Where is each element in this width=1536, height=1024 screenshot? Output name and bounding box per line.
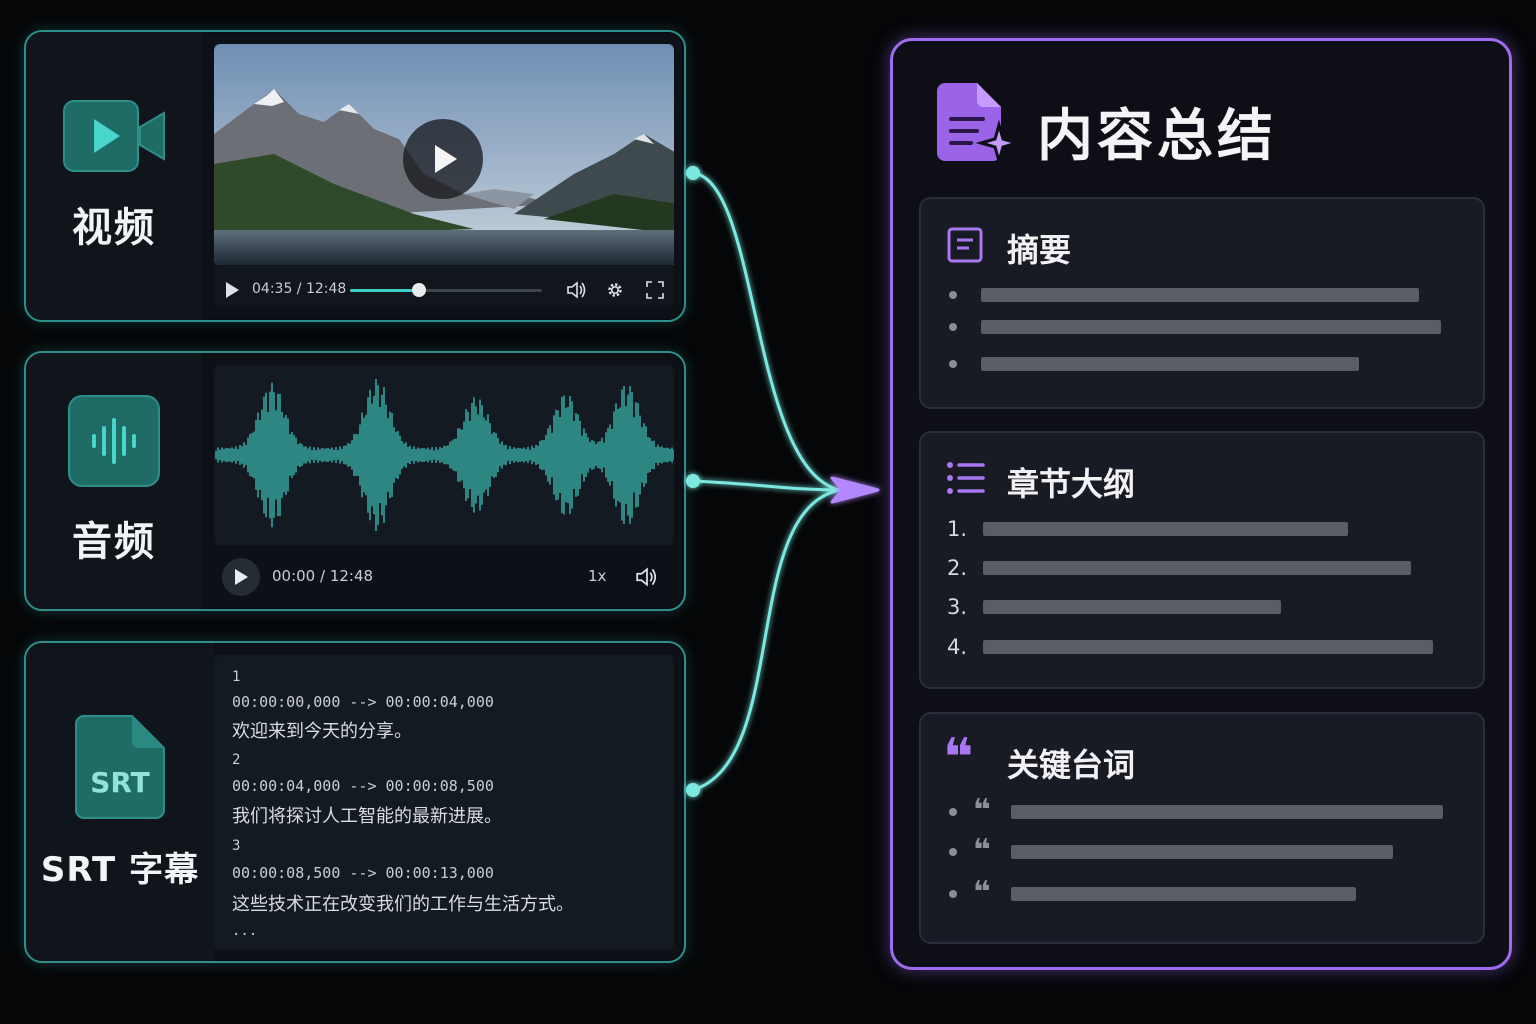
bullet-dot	[949, 323, 957, 331]
arrow-icon	[830, 476, 880, 504]
srt-text-1: 欢迎来到今天的分享。	[232, 721, 412, 742]
audio-time: 00:00 / 12:48	[272, 567, 374, 585]
audio-waveform	[215, 378, 674, 532]
playback-speed[interactable]: 1x	[588, 567, 607, 585]
connector-subtitle	[692, 488, 841, 792]
video-label: 视频	[72, 205, 156, 251]
srt-icon-text: SRT	[90, 765, 150, 799]
placeholder-line	[1011, 887, 1356, 901]
quote-icon: ❝	[943, 728, 974, 788]
srt-index-2: 2	[232, 752, 241, 768]
play-icon	[435, 145, 457, 173]
srt-ellipsis: ...	[232, 923, 258, 939]
list-icon	[947, 462, 985, 494]
srt-text-3: 这些技术正在改变我们的工作与生活方式。	[232, 894, 574, 915]
bullet-dot	[949, 291, 957, 299]
outline-number-1: 1.	[947, 517, 968, 541]
summary-panel: 内容总结 摘要 章节大纲 1. 2. 3. 4. ❝ 关键台词	[890, 38, 1512, 970]
video-player[interactable]: 04:35 / 12:48	[214, 44, 674, 308]
video-thumbnail	[214, 44, 674, 265]
video-camera-icon	[62, 99, 166, 173]
summary-title: 内容总结	[1037, 104, 1277, 169]
connector-dot-video	[686, 166, 700, 180]
outline-number-3: 3.	[947, 595, 968, 619]
placeholder-line	[983, 522, 1348, 536]
srt-time-1: 00:00:00,000 --> 00:00:04,000	[232, 693, 494, 711]
bullet-dot	[949, 848, 957, 856]
outline-number-4: 4.	[947, 635, 968, 659]
connector-audio	[692, 479, 841, 492]
audio-controls: 00:00 / 12:48 1x	[214, 553, 674, 601]
outline-number-2: 2.	[947, 556, 968, 580]
gear-icon[interactable]	[605, 280, 625, 300]
video-card: 视频	[24, 30, 686, 322]
quote-mark-icon: ❝	[973, 833, 991, 868]
srt-card: SRT SRT 字幕 1 00:00:00,000 --> 00:00:04,0…	[24, 641, 686, 963]
audio-player[interactable]	[214, 365, 674, 545]
placeholder-line	[981, 320, 1441, 334]
placeholder-line	[1011, 845, 1393, 859]
outline-section: 章节大纲 1. 2. 3. 4.	[919, 431, 1485, 689]
video-progress-fill	[350, 289, 420, 292]
connector-video	[692, 171, 841, 492]
audio-play-button[interactable]	[222, 558, 260, 596]
srt-content: 1 00:00:00,000 --> 00:00:04,000 欢迎来到今天的分…	[214, 655, 674, 949]
video-progress-handle[interactable]	[412, 283, 427, 297]
placeholder-line	[983, 561, 1411, 575]
srt-side: SRT SRT 字幕	[26, 643, 214, 961]
audio-card: 音频 00:00 / 12:48 1x	[24, 351, 686, 611]
outline-title: 章节大纲	[1007, 465, 1136, 503]
abstract-section: 摘要	[919, 197, 1485, 409]
bullet-dot	[949, 360, 957, 368]
video-controls: 04:35 / 12:48	[214, 277, 674, 307]
quote-mark-icon: ❝	[973, 793, 991, 828]
audio-side: 音频	[26, 353, 202, 609]
placeholder-line	[983, 600, 1281, 614]
quote-mark-icon: ❝	[973, 875, 991, 910]
placeholder-line	[981, 288, 1419, 302]
srt-time-3: 00:00:08,500 --> 00:00:13,000	[232, 864, 494, 882]
quotes-title: 关键台词	[1007, 746, 1136, 784]
video-time: 04:35 / 12:48	[252, 281, 347, 297]
srt-time-2: 00:00:04,000 --> 00:00:08,500	[232, 777, 494, 795]
bullet-dot	[949, 808, 957, 816]
play-icon	[235, 569, 248, 585]
document-lines-icon	[947, 227, 983, 263]
video-side: 视频	[26, 32, 202, 320]
placeholder-line	[983, 640, 1433, 654]
play-icon[interactable]	[224, 281, 240, 299]
abstract-title: 摘要	[1007, 231, 1072, 269]
srt-text-2: 我们将探讨人工智能的最新进展。	[232, 806, 502, 827]
audio-waveform-icon	[68, 395, 160, 487]
srt-label: SRT 字幕	[40, 849, 200, 890]
volume-icon[interactable]	[635, 566, 659, 588]
srt-index-3: 3	[232, 838, 241, 854]
fullscreen-icon[interactable]	[646, 281, 664, 299]
connector-dot-audio	[686, 474, 700, 488]
volume-icon[interactable]	[566, 280, 588, 300]
document-sparkle-icon	[937, 83, 1023, 167]
play-overlay-button[interactable]	[403, 119, 483, 199]
bullet-dot	[949, 890, 957, 898]
audio-label: 音频	[72, 519, 156, 565]
placeholder-line	[1011, 805, 1443, 819]
srt-index-1: 1	[232, 669, 241, 685]
quotes-section: ❝ 关键台词 ❝ ❝ ❝	[919, 712, 1485, 944]
connector-dot-subtitle	[686, 783, 700, 797]
placeholder-line	[981, 357, 1359, 371]
srt-file-icon: SRT	[74, 714, 166, 820]
video-progress-track[interactable]	[350, 283, 542, 297]
